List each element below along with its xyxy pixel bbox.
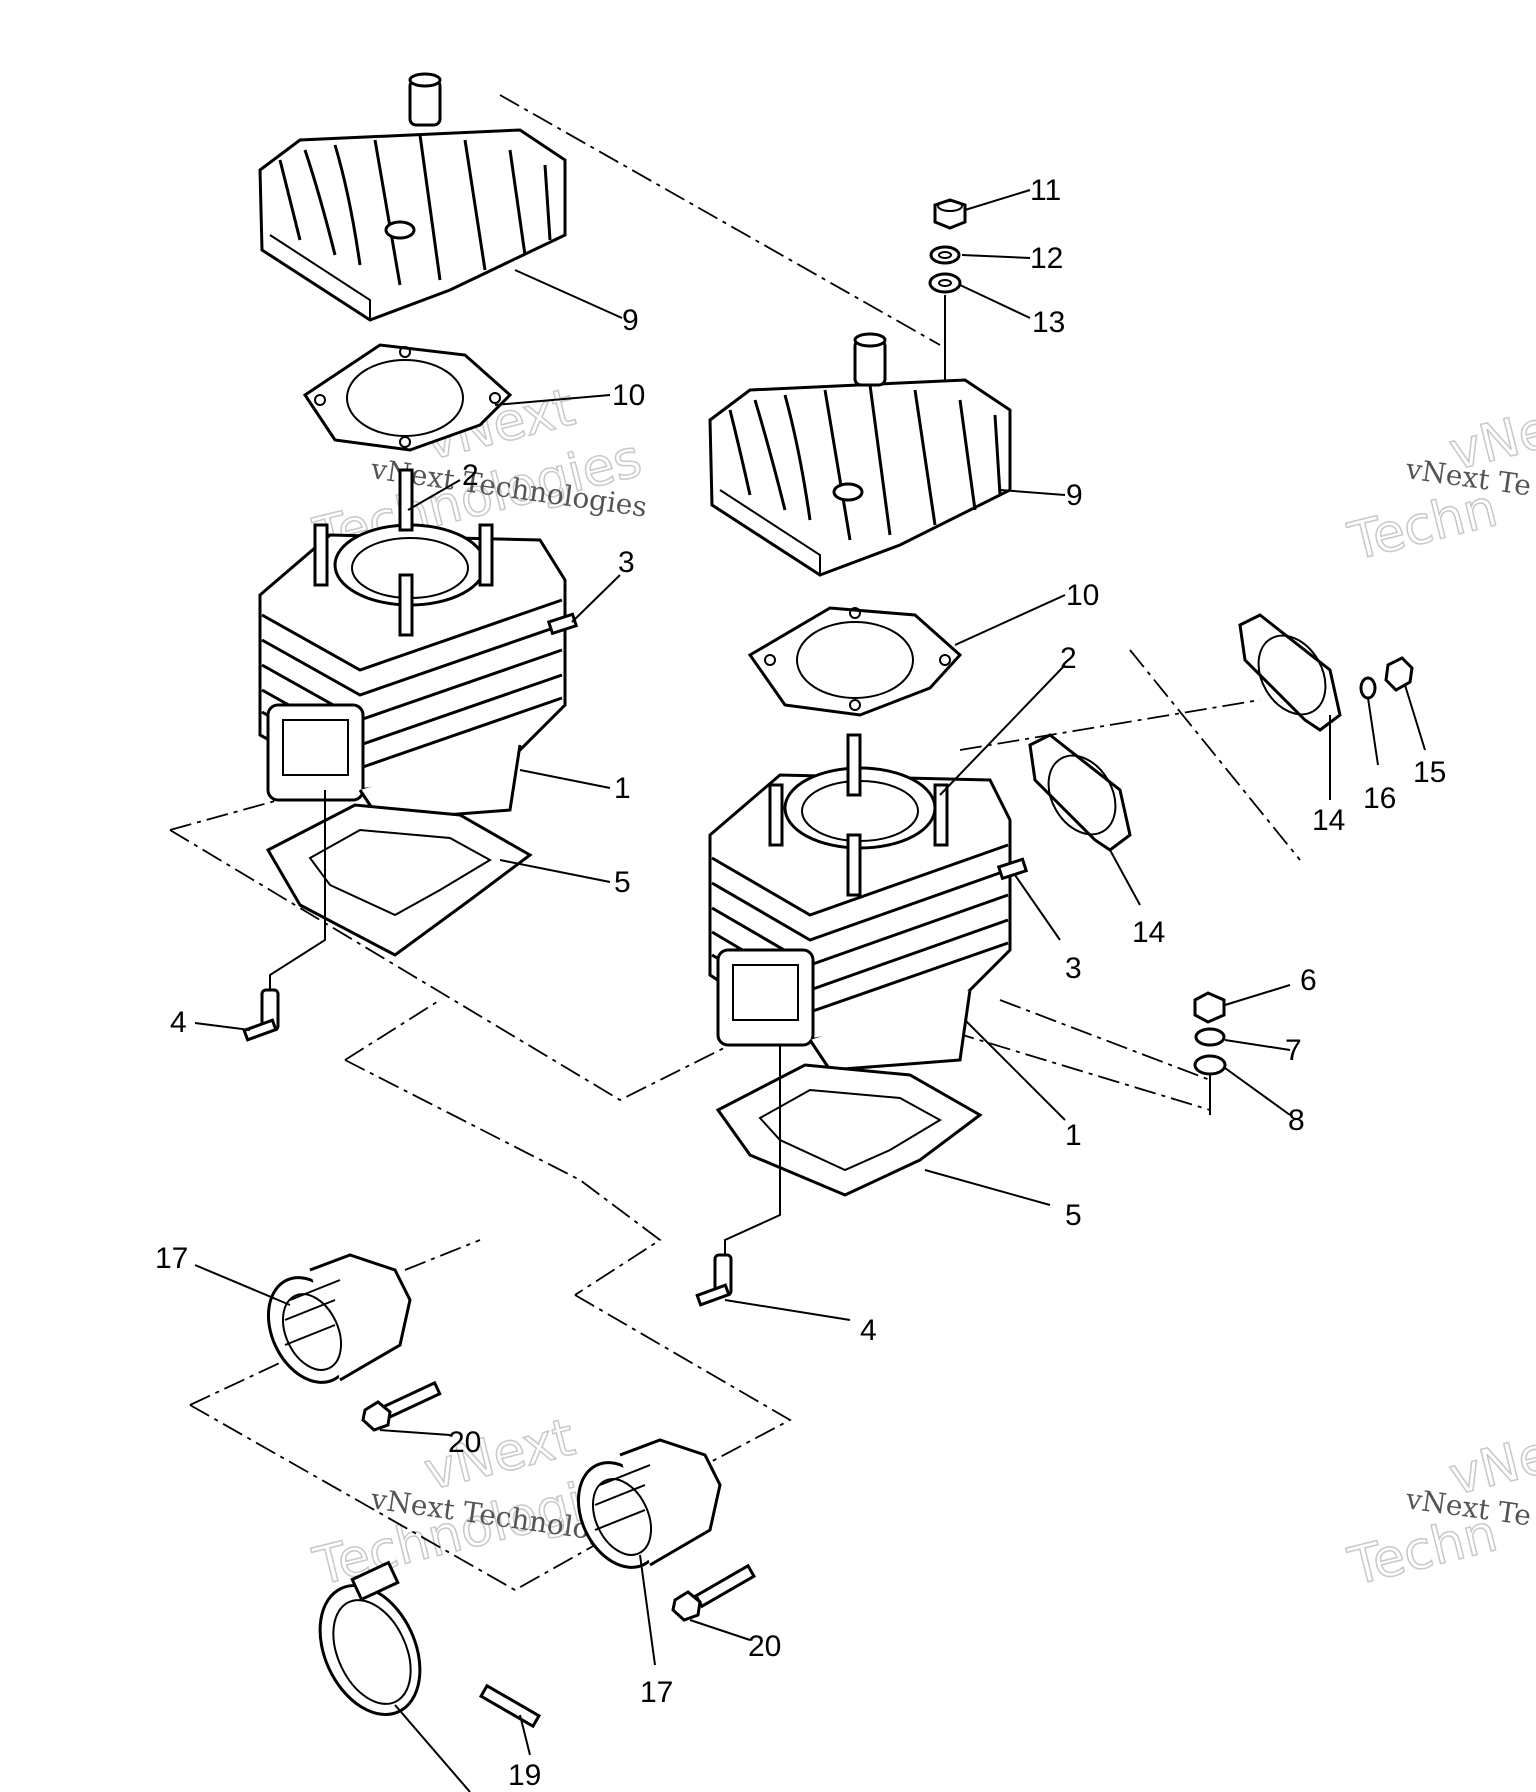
intake-gasket-a: [1028, 733, 1132, 852]
callout-14-right: 14: [1312, 804, 1345, 837]
hose-clamp: [318, 1560, 422, 1716]
intake-gasket-b: [1238, 613, 1342, 732]
callout-15: 15: [1413, 756, 1446, 789]
callout-1-left: 1: [614, 772, 631, 805]
callout-2-left: 2: [462, 459, 479, 492]
callout-9-right: 9: [1066, 479, 1083, 512]
pulse-fitting-left: [242, 790, 326, 1042]
watermark-right-bottom: vNe Techn vNext Te: [1342, 1424, 1536, 1599]
callout-12: 12: [1030, 242, 1063, 275]
base-gasket-right: [715, 1063, 983, 1197]
callout-17-lower: 17: [640, 1676, 673, 1709]
callout-14-left: 14: [1132, 916, 1165, 949]
watermark-right-top: vNe Techn vNext Te: [1342, 399, 1536, 574]
callout-labels: 9 10 2 3 1 5 4 11 12 13 9 10 2 14 14 16 …: [155, 174, 1446, 1792]
callout-17-upper: 17: [155, 1242, 188, 1275]
callout-11: 11: [1030, 174, 1061, 207]
clamp-screw: [478, 1683, 542, 1729]
callout-6: 6: [1300, 964, 1317, 997]
callout-5-left: 5: [614, 866, 631, 899]
cylinder-head-right: [708, 332, 1012, 577]
callout-20-upper: 20: [448, 1426, 481, 1459]
callout-8: 8: [1288, 1104, 1305, 1137]
callout-7: 7: [1285, 1034, 1302, 1067]
callout-20-lower: 20: [748, 1630, 781, 1663]
pulse-fitting-right: [695, 1045, 781, 1307]
assembly-lines: [169, 94, 1301, 1592]
callout-2-right: 2: [1060, 642, 1077, 675]
callout-9-left: 9: [622, 304, 639, 337]
base-gasket-left: [265, 803, 533, 957]
bolt-lower: [671, 1563, 757, 1622]
bolt-upper: [361, 1380, 442, 1432]
callout-3-left: 3: [618, 546, 635, 579]
callout-16: 16: [1363, 782, 1396, 815]
head-gasket-right: [747, 606, 963, 717]
head-gasket-left: [302, 343, 513, 452]
cylinder-left: [258, 468, 579, 822]
callout-4-left: 4: [170, 1006, 187, 1039]
callout-19: 19: [508, 1759, 541, 1792]
callout-5-right: 5: [1065, 1199, 1082, 1232]
callout-13: 13: [1032, 306, 1065, 339]
callout-4-right: 4: [860, 1314, 877, 1347]
intake-adapter-lower: [576, 1438, 722, 1569]
cylinder-right: [708, 733, 1029, 1072]
intake-adapter-upper: [266, 1253, 412, 1384]
head-hardware: [928, 198, 967, 460]
leader-lines: [194, 189, 1426, 1792]
cylinder-head-left: [258, 72, 567, 322]
base-hardware: [1193, 991, 1227, 1115]
callout-3-right: 3: [1065, 952, 1082, 985]
callout-1-right: 1: [1065, 1119, 1082, 1152]
callout-10-left: 10: [612, 379, 645, 412]
intake-hardware: [1359, 656, 1414, 700]
callout-10-right: 10: [1066, 579, 1099, 612]
